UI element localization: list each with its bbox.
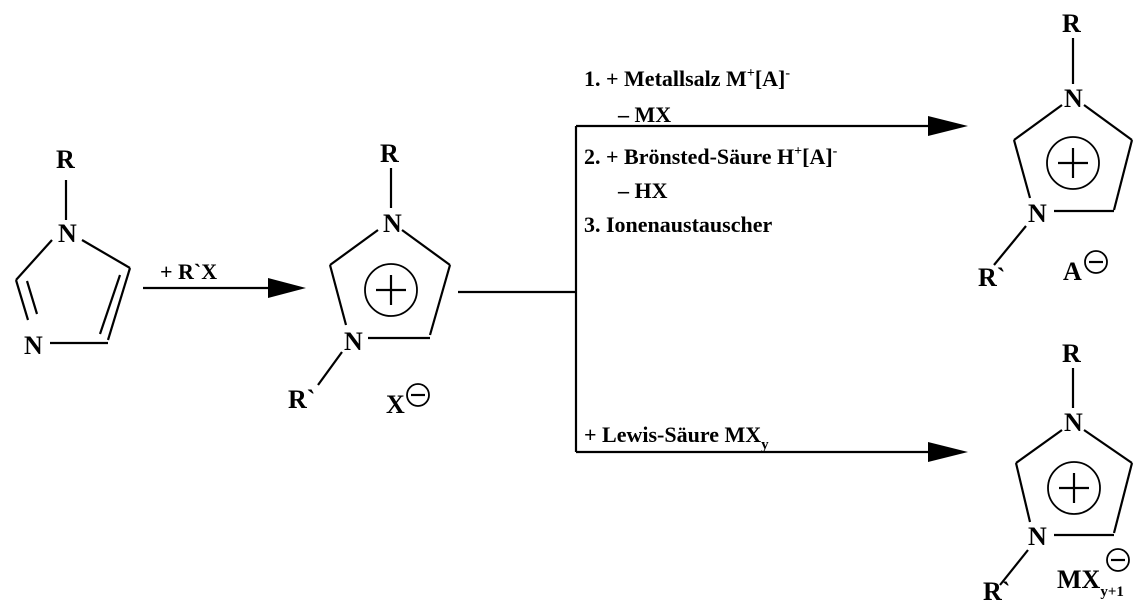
option1-byproduct-label: – MX xyxy=(617,102,671,127)
imidazole-n3-label: N xyxy=(24,331,43,360)
imidazolium-halide-molecule: R N N R` X xyxy=(288,139,452,419)
option1-label: 1. + Metallsalz M+[A]- xyxy=(584,66,790,91)
product-lewis-acid: R N N R` MXy+1 xyxy=(983,339,1134,603)
cation1-r-label: R xyxy=(380,139,399,168)
product1-r-label: R xyxy=(1062,9,1081,38)
product2-r-label: R xyxy=(1062,339,1081,368)
alkylation-reagent-label: + R`X xyxy=(160,259,217,284)
product1-n3-label: N xyxy=(1028,199,1047,228)
product2-rprime-label: R` xyxy=(983,577,1010,603)
imidazole-r-label: R xyxy=(56,145,75,174)
cation1-rprime-label: R` xyxy=(288,385,315,414)
product2-anion-label: MXy+1 xyxy=(1057,565,1124,600)
alkylation-arrow: + R`X xyxy=(143,259,306,298)
branch-connector xyxy=(458,126,578,452)
imidazole-molecule: R N N xyxy=(14,145,132,360)
cation1-n1-label: N xyxy=(383,209,402,238)
product2-n3-label: N xyxy=(1028,522,1047,551)
lewis-acid-arrow xyxy=(576,442,968,462)
product1-n1-label: N xyxy=(1064,84,1083,113)
option3-label: 3. Ionenaustauscher xyxy=(584,212,772,237)
anion-exchange-arrow xyxy=(576,116,968,136)
imidazole-n1-label: N xyxy=(58,219,77,248)
option2-label: 2. + Brönsted-Säure H+[A]- xyxy=(584,144,838,169)
option2-byproduct-label: – HX xyxy=(617,178,668,203)
product1-anion-label: A xyxy=(1063,257,1082,286)
halide-x-label: X xyxy=(386,390,405,419)
product2-n1-label: N xyxy=(1064,408,1083,437)
lewis-acid-label: + Lewis-Säure MXy xyxy=(584,422,769,453)
anion-exchange-conditions: 1. + Metallsalz M+[A]- – MX 2. + Brönste… xyxy=(584,66,838,237)
product1-rprime-label: R` xyxy=(978,263,1005,292)
cation1-n3-label: N xyxy=(344,327,363,356)
product-anion-exchange: R N N R` A xyxy=(978,9,1134,292)
